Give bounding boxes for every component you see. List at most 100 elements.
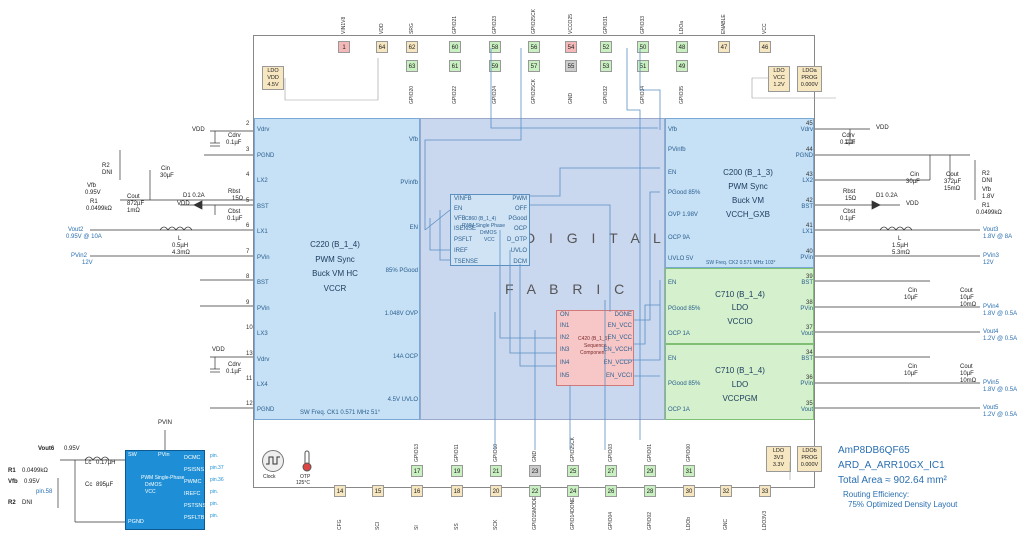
drmos-ref-0[interactable]: pin. [210,453,219,459]
pin-47[interactable]: 47 [718,41,730,53]
c710-vccpgm-block[interactable] [665,344,814,420]
c710a-sub1: LDO [731,303,749,312]
ext-right-pvin3[interactable]: PVin3 [983,253,999,259]
c420-block[interactable] [556,310,634,386]
ext-right-vout3[interactable]: Vout3 [983,227,999,233]
drmos-ref-3[interactable]: pin. [210,489,219,495]
c860-sub1: PWM Single Phase [462,223,506,229]
pin-64[interactable]: 64 [376,41,388,53]
ext-left-vfbv: 0.95V [85,190,101,196]
c420left-pin-5: IN5 [560,373,570,379]
pin-15[interactable]: 15 [372,485,384,497]
drmos-ref-5[interactable]: pin. [210,513,219,519]
pin-18[interactable]: 18 [451,485,463,497]
ext-right-vout4[interactable]: Vout4 [983,329,999,335]
ldo-vdd-box[interactable]: LDO VDD 4.5V [262,66,284,90]
drmos-block[interactable] [125,450,205,530]
ext-right-pvin5[interactable]: PVin5 [983,380,999,386]
pin-22[interactable]: 22 [529,485,541,497]
pin-60[interactable]: 60 [449,41,461,53]
c200right-num-1: 44 [806,147,813,153]
pin-61[interactable]: 61 [449,60,461,72]
pin-32[interactable]: 32 [720,485,732,497]
pin-27[interactable]: 27 [605,465,617,477]
c860left-pin-6: TSENSE [454,259,479,265]
pin-1[interactable]: 1 [338,41,350,53]
ldo-3v3-box[interactable]: LDO 3V3 3.3V [766,446,791,472]
ext-right-cdrv1v: 0.1µF [840,140,856,146]
ext-right-vout4v: 1.2V @ 0.5A [983,336,1018,342]
pin-49[interactable]: 49 [676,60,688,72]
pin-55[interactable]: 55 [565,60,577,72]
ext-left-vfb: Vfb [87,183,97,189]
ldob-prog-l3: 0.000V [800,462,819,468]
c220left-num-11: 12 [246,401,253,407]
drmos-ref-2[interactable]: pin.36 [210,477,224,483]
pin-62[interactable]: 62 [406,41,418,53]
ext-right-pvin5v: 1.8V @ 0.5A [983,387,1018,393]
ext-right-pvin4[interactable]: PVin4 [983,304,999,310]
ext-left-pvin2[interactable]: PVin2 [71,253,87,259]
c220left-num-6: 8 [246,274,250,280]
ext-right-cout5v: 10µF [960,371,974,377]
c220right-pin-0: Vfb [408,137,418,143]
pin-29[interactable]: 29 [644,465,656,477]
ext-bl-vout6: Vout6 [38,446,55,452]
c220-title: C220 (B_1_4) [310,240,360,249]
pin-48[interactable]: 48 [676,41,688,53]
pin-19[interactable]: 19 [451,465,463,477]
c710aright-pin-1: PVin [800,306,813,312]
ext-right-cinv: 30µF [906,179,920,185]
pin-57[interactable]: 57 [528,60,540,72]
pin-63[interactable]: 63 [406,60,418,72]
c710b-sub2: VCCPGM [722,394,758,403]
ext-right-lr: 5.3mΩ [892,250,910,256]
pin-54[interactable]: 54 [565,41,577,53]
thermometer-icon[interactable] [300,450,314,472]
pin-33[interactable]: 33 [759,485,771,497]
ext-right-cin4v: 10µF [904,295,918,301]
ext-bl-pin58[interactable]: pin.58 [36,489,53,495]
ext-left-vout2v: 0.95V @ 10A [66,234,102,240]
drmos-pin-1: PSISNS [184,467,205,473]
c220-footer: SW Freq. CK1 0.571 MHz 51° [300,410,381,416]
pin-31[interactable]: 31 [683,465,695,477]
pin-28[interactable]: 28 [644,485,656,497]
ldo-3v3-l3: 3.3V [772,462,785,468]
pin-58[interactable]: 58 [489,41,501,53]
c860-block[interactable] [450,194,530,266]
c220-block[interactable] [254,118,420,420]
c420right-pin-5: EN_VCCI [605,373,632,379]
clock-icon[interactable] [262,450,284,472]
c220right-pin-6: 4.5V UVLO [387,397,418,403]
pin-46[interactable]: 46 [759,41,771,53]
pin-56[interactable]: 56 [528,41,540,53]
pin-25[interactable]: 25 [567,465,579,477]
ldo-vcc-box[interactable]: LDO VCC 1.2V [768,66,790,92]
pin-20[interactable]: 20 [490,485,502,497]
drmos-ref-1[interactable]: pin.37 [210,465,224,471]
pin-16[interactable]: 16 [411,485,423,497]
c200-block[interactable] [665,118,814,268]
pin-30[interactable]: 30 [683,485,695,497]
c710-vccio-block[interactable] [665,268,814,344]
c220left-pin-1: PGND [257,153,275,159]
pin-21[interactable]: 21 [490,465,502,477]
pin-14[interactable]: 14 [334,485,346,497]
ldob-prog-box[interactable]: LDOb PROG 0.000V [797,446,822,472]
ldoa-prog-box[interactable]: LDOa PROG 0.000V [797,66,822,92]
pin-26[interactable]: 26 [605,485,617,497]
ext-bl-r2: R2 [8,500,16,506]
ext-left-vout2[interactable]: Vout2 [68,227,84,233]
drmos-ref-4[interactable]: pin. [210,501,219,507]
c420left-pin-3: IN3 [560,347,570,353]
pin-23[interactable]: 23 [529,465,541,477]
pin-59[interactable]: 59 [489,60,501,72]
pin-53[interactable]: 53 [600,60,612,72]
pin-52[interactable]: 52 [600,41,612,53]
pin-17[interactable]: 17 [411,465,423,477]
ext-right-vout5[interactable]: Vout5 [983,405,999,411]
pin-24[interactable]: 24 [567,485,579,497]
c220left-pin-7: PVin [257,306,270,312]
